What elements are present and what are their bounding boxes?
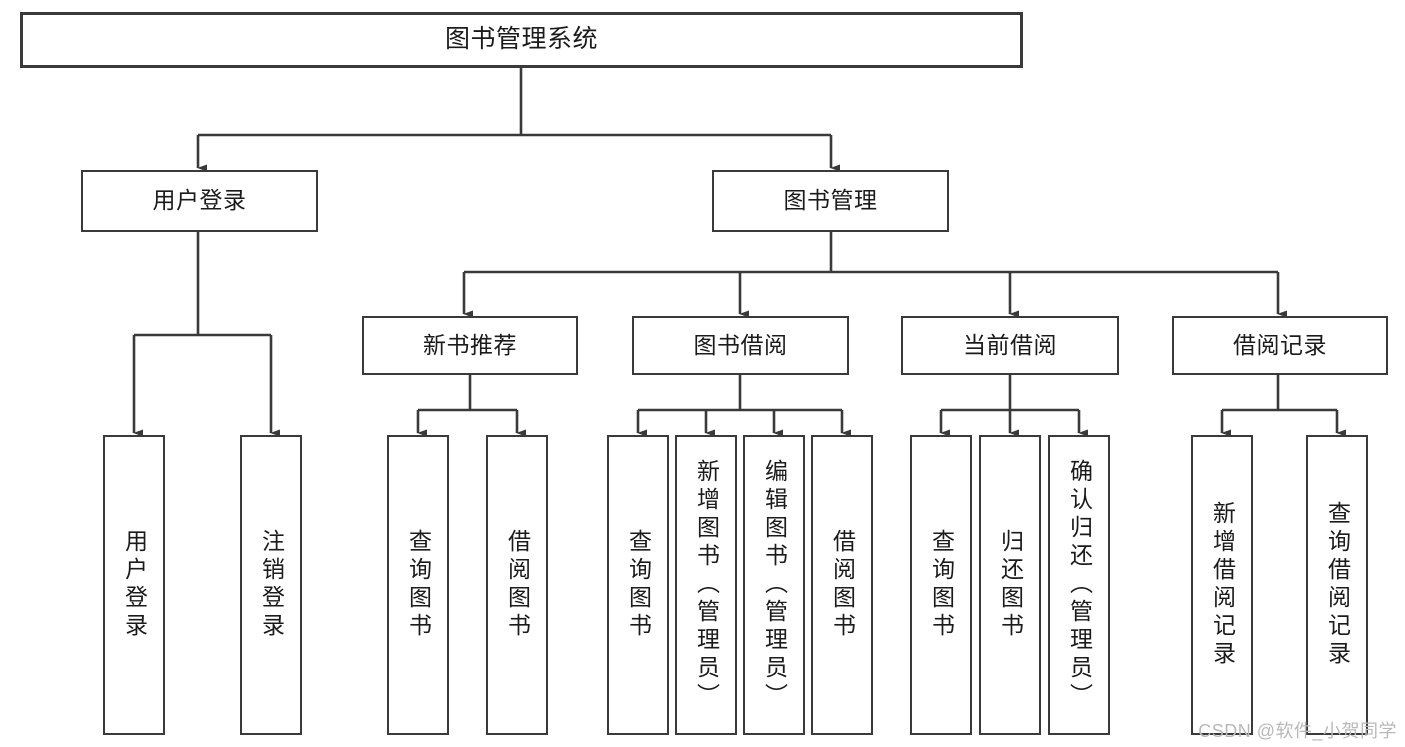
- node-label: 新增图书（管理员）: [693, 459, 720, 711]
- node-label: 图书借阅: [693, 331, 788, 358]
- leaf-query-book-borrow[interactable]: 查询图书: [607, 435, 669, 735]
- node-label: 当前借阅: [963, 331, 1057, 358]
- node-label: 图书管理系统: [444, 25, 598, 54]
- node-label: 注销登录: [258, 529, 285, 641]
- leaf-query-book-current[interactable]: 查询图书: [910, 435, 972, 735]
- node-label: 借阅图书: [504, 529, 531, 641]
- node-borrow-record[interactable]: 借阅记录: [1172, 316, 1388, 375]
- node-current-borrow[interactable]: 当前借阅: [901, 316, 1119, 375]
- leaf-logout[interactable]: 注销登录: [240, 435, 302, 735]
- leaf-borrow-book-recommendation[interactable]: 借阅图书: [486, 435, 548, 735]
- leaf-borrow-book[interactable]: 借阅图书: [811, 435, 873, 735]
- node-label: 归还图书: [997, 529, 1024, 641]
- node-label: 新增借阅记录: [1209, 501, 1236, 669]
- watermark: CSDN @软件_小贺同学: [1198, 721, 1397, 741]
- node-label: 借阅图书: [829, 529, 856, 641]
- node-book-management-system[interactable]: 图书管理系统: [20, 12, 1023, 68]
- leaf-add-book-admin[interactable]: 新增图书（管理员）: [675, 435, 737, 735]
- node-label: 查询图书: [625, 529, 652, 641]
- node-label: 查询图书: [928, 529, 955, 641]
- node-label: 用户登录: [152, 187, 247, 214]
- node-label: 新书推荐: [423, 331, 517, 358]
- node-label: 借阅记录: [1233, 331, 1327, 358]
- node-user-login[interactable]: 用户登录: [81, 170, 318, 232]
- leaf-add-borrow-record[interactable]: 新增借阅记录: [1191, 435, 1253, 735]
- leaf-query-borrow-record[interactable]: 查询借阅记录: [1306, 435, 1368, 735]
- leaf-confirm-return-admin[interactable]: 确认归还（管理员）: [1048, 435, 1110, 735]
- leaf-user-login[interactable]: 用户登录: [103, 435, 165, 735]
- node-label: 编辑图书（管理员）: [761, 459, 788, 711]
- node-new-book-recommendation[interactable]: 新书推荐: [362, 316, 578, 375]
- leaf-query-book-recommendation[interactable]: 查询图书: [387, 435, 449, 735]
- node-label: 图书管理: [783, 187, 878, 214]
- node-label: 查询图书: [405, 529, 432, 641]
- node-book-borrow[interactable]: 图书借阅: [632, 316, 849, 375]
- node-label: 确认归还（管理员）: [1066, 459, 1093, 711]
- leaf-edit-book-admin[interactable]: 编辑图书（管理员）: [743, 435, 805, 735]
- node-label: 用户登录: [121, 529, 148, 641]
- leaf-return-book[interactable]: 归还图书: [979, 435, 1041, 735]
- node-book-management[interactable]: 图书管理: [712, 170, 949, 232]
- node-label: 查询借阅记录: [1324, 501, 1351, 669]
